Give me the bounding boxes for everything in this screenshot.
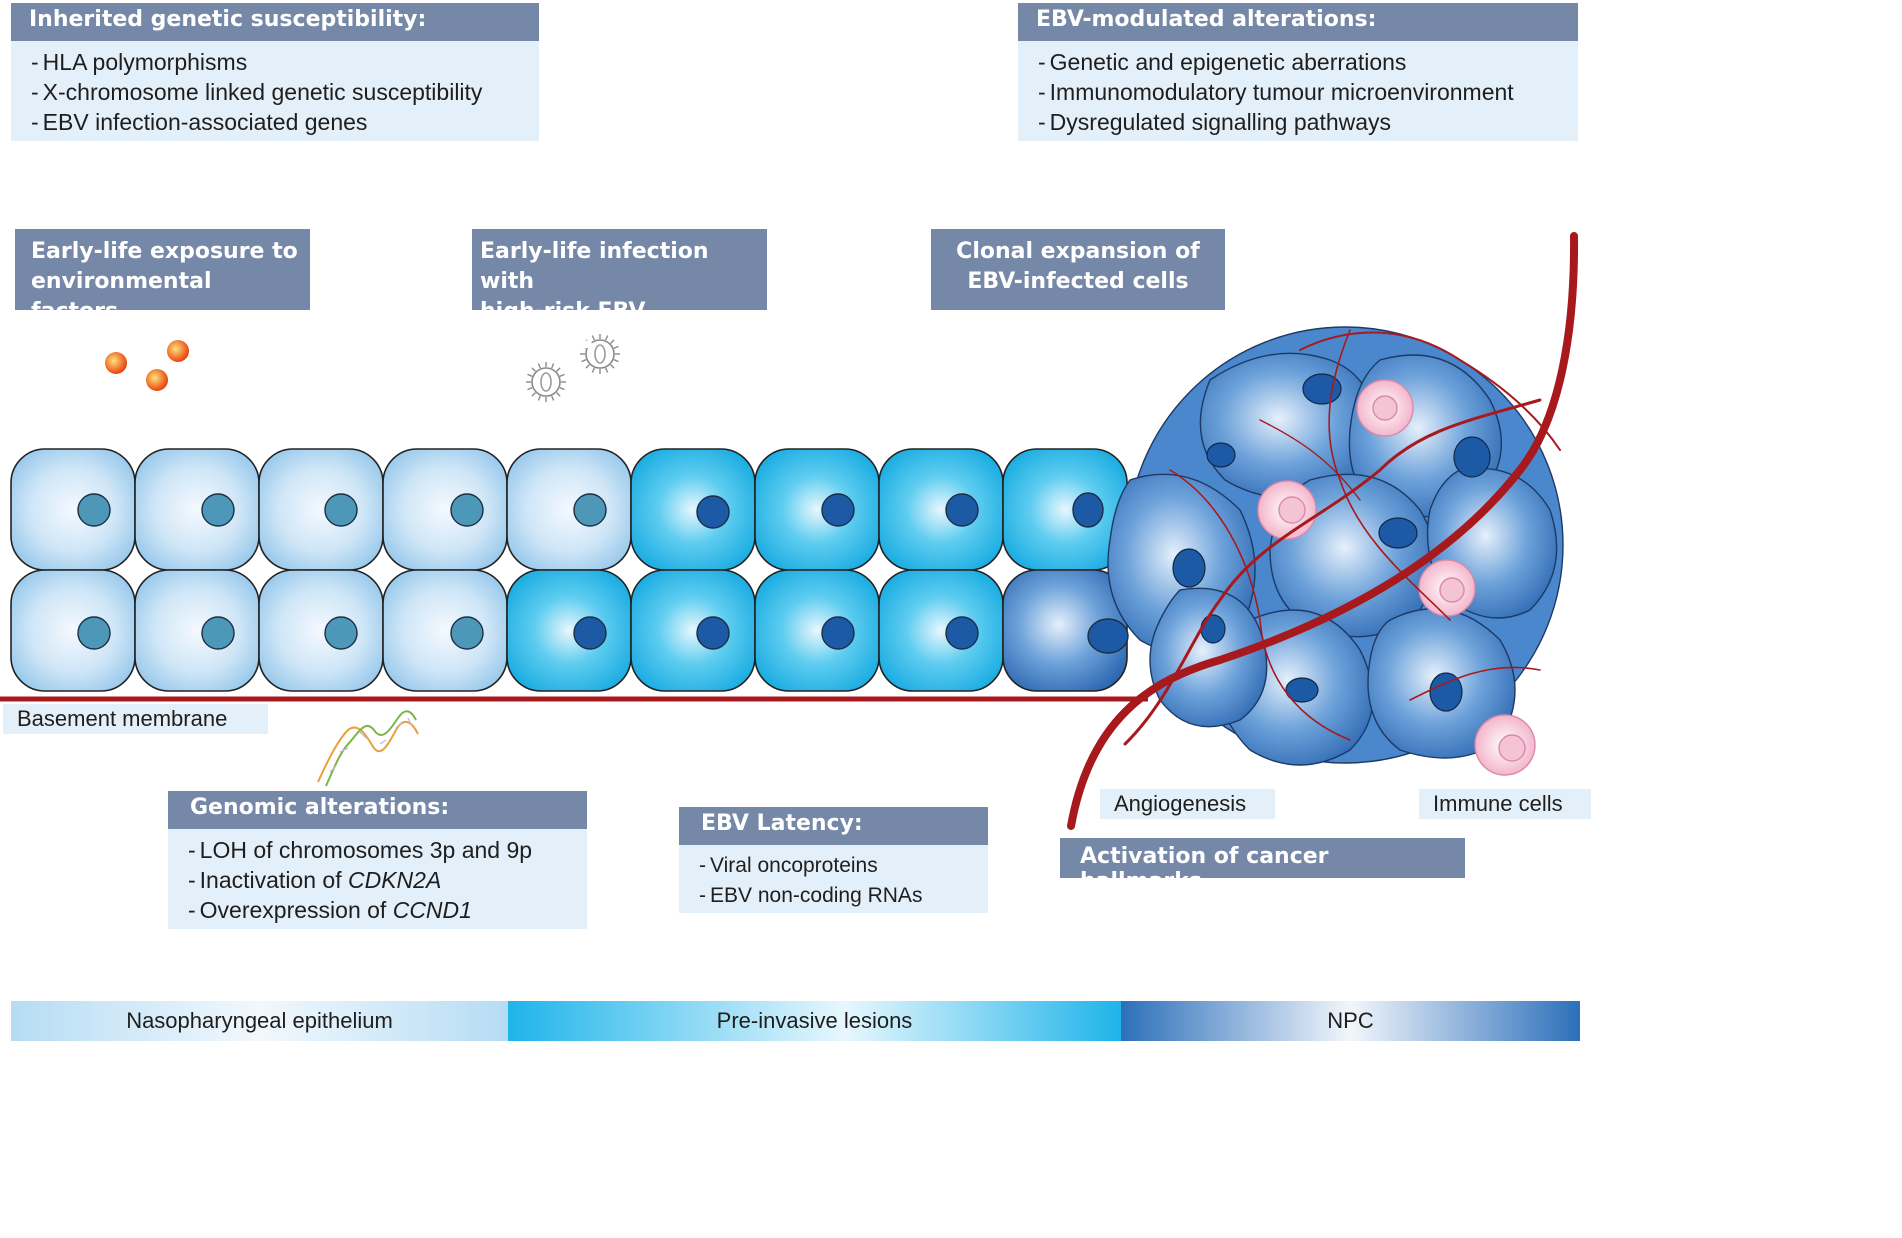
list-item: -Genetic and epigenetic aberrations	[1038, 49, 1407, 75]
list-item: -Viral oncoproteins	[699, 854, 878, 877]
progression-bar-segment-normal-bg	[11, 1001, 508, 1041]
list-item: -Dysregulated signalling pathways	[1038, 109, 1392, 135]
tumour-mass	[1107, 326, 1564, 766]
inherited-susceptibility-title: Inherited genetic susceptibility:	[29, 7, 427, 32]
genomic-alterations-header: Genomic alterations:	[168, 791, 587, 829]
environmental-particles-icon	[105, 340, 189, 391]
epithelial-cell-layer	[10, 448, 1129, 692]
list-item: -Inactivation of CDKN2A	[188, 867, 442, 893]
genomic-alterations-list: -LOH of chromosomes 3p and 9p -Inactivat…	[168, 829, 587, 929]
ebv-latency-list: -Viral oncoproteins -EBV non-coding RNAs	[679, 845, 988, 913]
list-item: -X-chromosome linked genetic susceptibil…	[31, 79, 483, 105]
dna-helix-icon	[317, 710, 419, 787]
normal-cells-bottom	[10, 569, 508, 692]
immune-cells-label: Immune cells	[1419, 789, 1591, 819]
basement-membrane-label: Basement membrane	[3, 704, 268, 734]
inherited-susceptibility-list: -HLA polymorphisms -X-chromosome linked …	[11, 41, 539, 141]
list-item: -Overexpression of CCND1	[188, 897, 472, 923]
ebv-modulated-list: -Genetic and epigenetic aberrations -Imm…	[1018, 41, 1578, 141]
stage-environment-label: Early-life exposure to environmental fac…	[15, 229, 310, 324]
cell-nuclei	[77, 492, 1129, 654]
immune-cell-icon	[1257, 379, 1536, 776]
progression-bar-normal: Nasopharyngeal epithelium	[126, 1008, 393, 1033]
list-item: -HLA polymorphisms	[31, 49, 248, 75]
progression-bar-npc: NPC	[1327, 1008, 1374, 1033]
ebv-virus-icon	[526, 334, 620, 402]
progression-bar-segment-preinvasive-bg	[508, 1001, 1121, 1041]
progression-bar-segment-npc-bg	[1121, 1001, 1580, 1041]
inherited-susceptibility-header: Inherited genetic susceptibility:	[11, 3, 539, 41]
cancer-hallmarks-header: Activation of cancer hallmarks	[1060, 838, 1465, 894]
ebv-latency-title: EBV Latency:	[701, 811, 863, 836]
angiogenesis-label: Angiogenesis	[1100, 789, 1275, 819]
ebv-modulated-title: EBV-modulated alterations:	[1036, 7, 1377, 32]
ebv-latency-header: EBV Latency:	[679, 807, 988, 845]
list-item: -LOH of chromosomes 3p and 9p	[188, 837, 533, 863]
stage-infection-label: Early-life infection with high-risk EBV …	[472, 229, 767, 354]
stage-clonal-label: Clonal expansion of EBV-infected cells	[931, 229, 1225, 310]
normal-cells-top	[10, 448, 632, 571]
blood-vessel-icon	[1067, 232, 1579, 830]
diagram-artwork	[0, 232, 1580, 1041]
list-item: -EBV non-coding RNAs	[699, 884, 923, 907]
cancer-hallmarks-title: Activation of cancer hallmarks	[1080, 844, 1329, 894]
list-item: -EBV infection-associated genes	[31, 109, 368, 135]
ebv-modulated-header: EBV-modulated alterations:	[1018, 3, 1578, 41]
preinvasive-cells-bottom	[506, 569, 1128, 692]
progression-bar-preinvasive: Pre-invasive lesions	[716, 1008, 913, 1033]
genomic-alterations-title: Genomic alterations:	[190, 795, 450, 820]
list-item: -Immunomodulatory tumour microenvironmen…	[1038, 79, 1514, 105]
